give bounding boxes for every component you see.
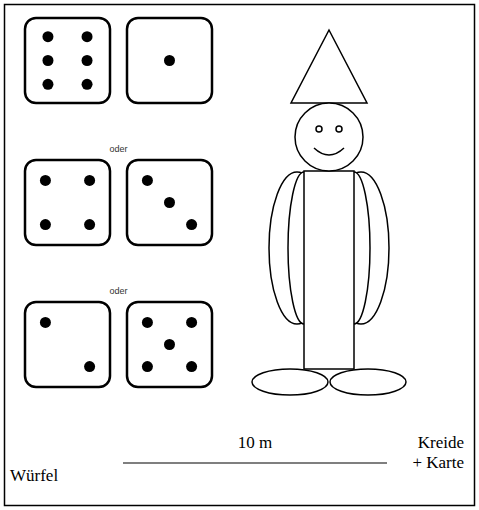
die [127,160,212,245]
distance-line [123,462,387,463]
label: Kreide + Karte [408,433,464,473]
label: 10 m [238,433,272,453]
die-pip [164,197,175,208]
die-pip [84,219,95,230]
die-pip [42,79,53,90]
die [127,302,212,387]
die-pip [186,317,197,328]
die-pip [82,55,93,66]
die-pip [82,79,93,90]
die-pip [84,361,95,372]
dice [25,18,212,387]
die-pip [40,317,51,328]
separator-word: oder [109,286,127,297]
die-pip [164,339,175,350]
separator-word: oder [109,144,127,155]
figure [252,30,406,395]
die-pip [142,361,153,372]
die-pip [84,175,95,186]
die [25,160,110,245]
die-pip [142,317,153,328]
die-pip [40,219,51,230]
die-pip [186,219,197,230]
frame [5,5,475,506]
die-pip [186,361,197,372]
die-pip [142,175,153,186]
die-pip [82,31,93,42]
die [25,18,110,103]
die-pip [164,55,175,66]
die-pip [42,31,53,42]
die [127,18,212,103]
die-pip [40,175,51,186]
die [25,302,110,387]
label: Würfel [10,466,58,486]
die-pip [42,55,53,66]
